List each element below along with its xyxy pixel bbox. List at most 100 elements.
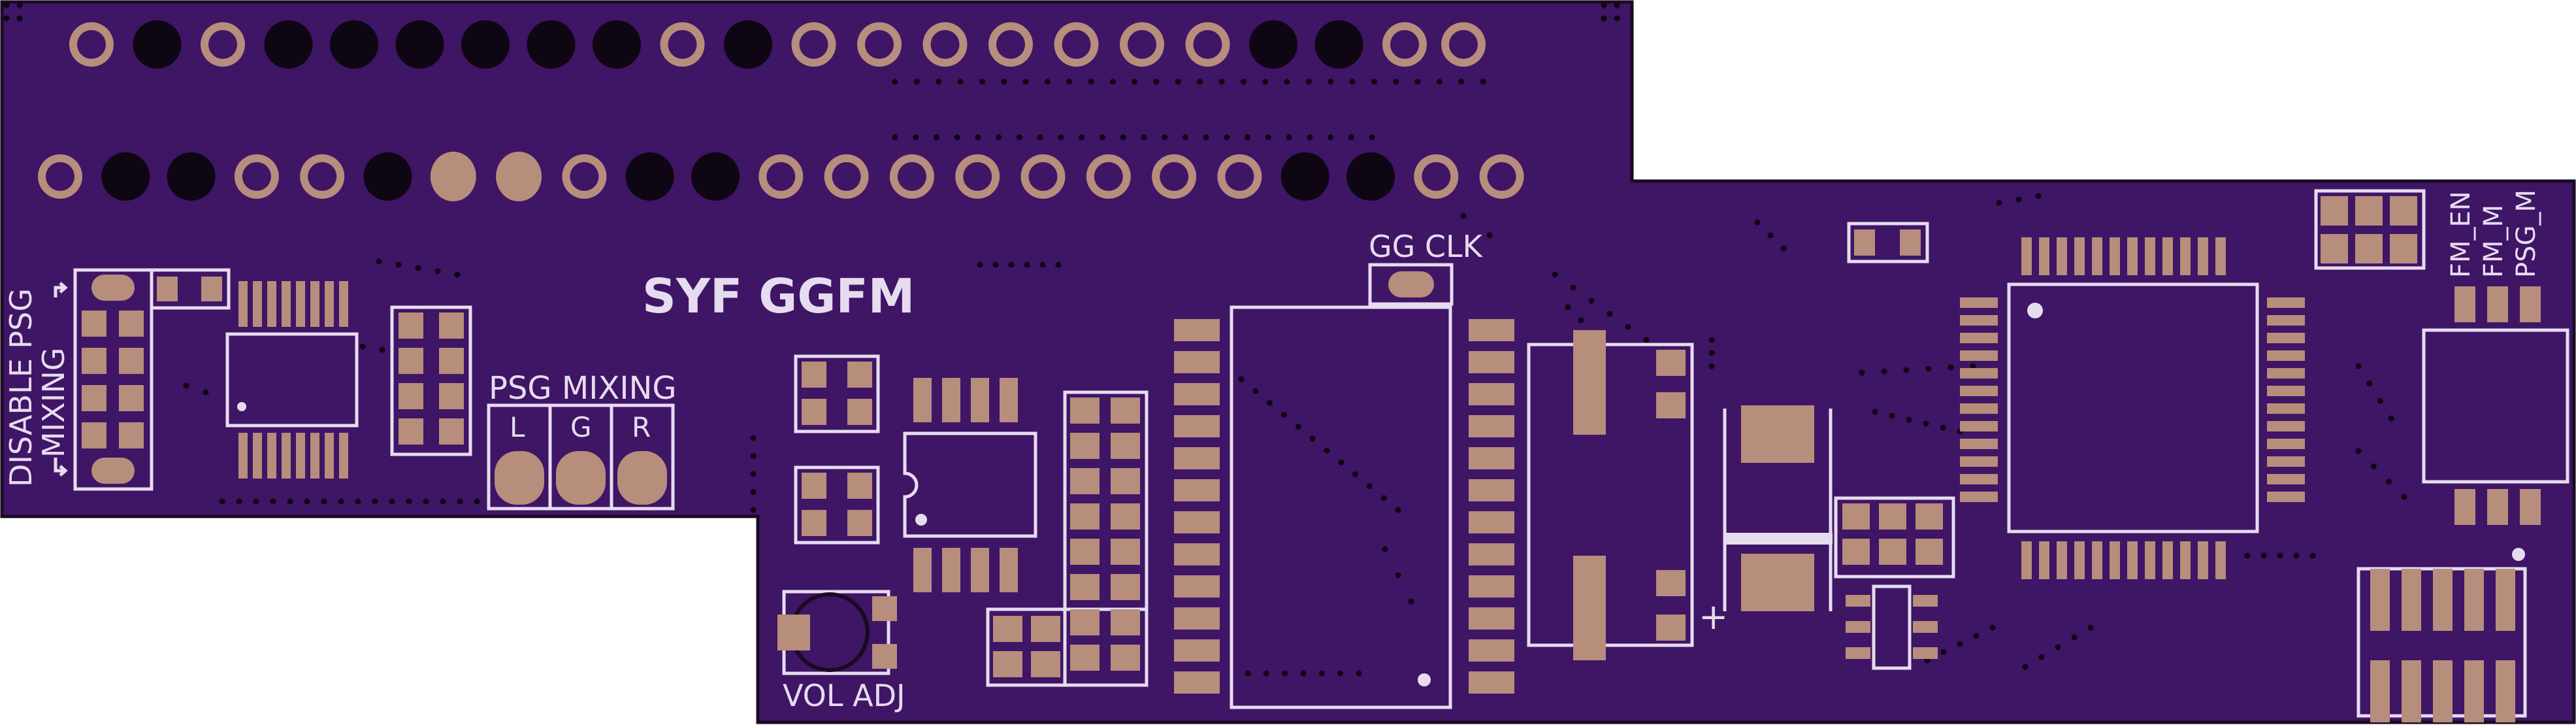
op-amp-chip [225, 332, 359, 428]
via [415, 265, 421, 271]
jumper-pad [82, 385, 106, 411]
via [1643, 337, 1650, 343]
qfp-pin [1960, 474, 1998, 484]
via [474, 498, 480, 505]
resistor-r1 [150, 268, 231, 310]
via [936, 78, 942, 85]
resistor-array-1 [390, 305, 472, 456]
resistor-pad [399, 383, 423, 409]
via [1486, 232, 1493, 239]
jumper-pad [82, 348, 106, 374]
ic-pin [1469, 543, 1514, 565]
via [372, 498, 378, 505]
svg-text:PSG_M: PSG_M [2511, 190, 2541, 278]
header-pin-unplated [101, 152, 150, 201]
via [1859, 369, 1865, 376]
resistor-column [986, 390, 1149, 687]
via [1262, 78, 1269, 85]
resistor-pad [1111, 468, 1140, 494]
switch-pad [2355, 196, 2383, 226]
resistor-pad [439, 383, 464, 409]
qfp-pin [2267, 474, 2305, 484]
via [1565, 304, 1571, 311]
ic-pin [1469, 319, 1514, 341]
via [1973, 633, 1980, 639]
ic-pin [1174, 543, 1220, 565]
resistor-array-1-pads [399, 312, 464, 445]
electrolytic-capacitor: + [1699, 405, 1833, 637]
qfn-pin [2520, 489, 2541, 525]
via [2366, 380, 2373, 387]
ic-pin [2433, 569, 2453, 631]
via [1175, 78, 1181, 85]
via [376, 258, 382, 265]
via [1578, 317, 1584, 324]
qfp-pin [2145, 541, 2155, 579]
via [1767, 232, 1774, 239]
header-pin-unplated [167, 152, 216, 201]
header-pin-unplated [395, 20, 444, 69]
qfp-pin [2180, 541, 2191, 579]
qfn-pin [2454, 286, 2475, 322]
ic-pin [1174, 479, 1220, 501]
header-pin-hole [930, 30, 960, 59]
disable-jumper-pads [82, 311, 144, 448]
header-pin-unplated [1314, 20, 1363, 69]
via [1238, 376, 1245, 382]
header-pin-hole [1160, 162, 1189, 191]
gg-clk-label: GG CLK [1369, 229, 1484, 264]
via [1436, 78, 1443, 85]
ic-pin [2496, 569, 2515, 631]
resistor-pad [1842, 539, 1870, 565]
via [1625, 324, 1631, 330]
via [1245, 670, 1251, 677]
header-pin-hole [668, 30, 697, 59]
qfp-pin [1960, 315, 1998, 326]
qfp-pin [1960, 492, 1998, 502]
ic-pin [971, 548, 989, 592]
via [1606, 311, 1613, 317]
header-pin-hole [897, 162, 926, 191]
ic-pin [282, 433, 291, 479]
resistor-pad [1031, 651, 1060, 677]
via [1458, 78, 1465, 85]
qfp-pin [2267, 315, 2305, 326]
ic-pin [1174, 415, 1220, 437]
via [1601, 2, 1607, 8]
header-pin-unplated [527, 20, 576, 69]
via [2370, 463, 2377, 469]
via [287, 498, 293, 505]
ic-pin [339, 433, 348, 479]
via [1356, 670, 1362, 677]
via [1414, 78, 1421, 85]
via [1395, 572, 1401, 579]
via [1088, 78, 1094, 85]
led-driver-pads [2454, 286, 2541, 525]
header-pin-hole [1028, 162, 1058, 191]
resistor-pad [439, 418, 464, 445]
via [457, 498, 463, 505]
header-pin-hole [832, 162, 861, 191]
via [1066, 78, 1073, 85]
via [750, 489, 757, 495]
via [236, 498, 242, 505]
ic-pin [1174, 607, 1220, 630]
mode-switch-block [2314, 189, 2426, 270]
svg-text:R: R [632, 411, 651, 443]
via [1588, 297, 1595, 304]
header-pin-unplated [691, 152, 740, 201]
qfp-pin [1960, 456, 1998, 467]
fm-chip [1230, 305, 1452, 709]
via [1039, 261, 1046, 268]
header-pin-hole [1487, 162, 1516, 191]
via [892, 134, 898, 141]
qfp-pin [2057, 541, 2067, 579]
resistor-pair-3 [1834, 496, 1955, 579]
resistor-pad [993, 651, 1022, 677]
via [2386, 479, 2392, 485]
svg-text:L: L [510, 411, 525, 443]
via [1460, 212, 1467, 219]
header-pin-hole [766, 162, 796, 191]
via [1016, 134, 1022, 141]
